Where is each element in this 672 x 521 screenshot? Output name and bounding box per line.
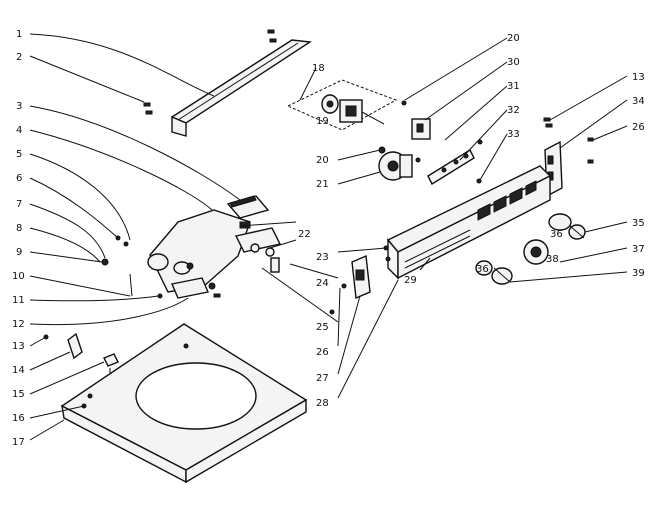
- label-37: 37: [632, 244, 645, 255]
- label-31: 31: [507, 81, 520, 92]
- label-7: 7: [16, 199, 22, 210]
- label-13-right: 13: [632, 72, 645, 83]
- label-26-right: 26: [632, 122, 645, 133]
- label-15: 15: [12, 389, 25, 400]
- label-13: 13: [12, 341, 25, 352]
- switch-part: [321, 94, 385, 125]
- label-30: 30: [507, 57, 520, 68]
- label-10: 10: [12, 271, 25, 282]
- label-21: 21: [316, 179, 329, 190]
- label-36-right: 36: [550, 229, 563, 240]
- label-33: 33: [507, 129, 520, 140]
- lid-switch-part: [329, 254, 371, 315]
- label-18: 18: [312, 63, 325, 74]
- label-26-left: 26: [316, 347, 329, 358]
- label-29: 29: [404, 275, 417, 286]
- label-32: 32: [507, 105, 520, 116]
- label-6: 6: [16, 173, 22, 184]
- label-16: 16: [12, 413, 25, 424]
- label-12: 12: [12, 319, 25, 330]
- label-2: 2: [16, 52, 22, 63]
- timer-part: [378, 146, 421, 181]
- label-14: 14: [12, 365, 25, 376]
- label-8: 8: [16, 223, 22, 234]
- switch-group-box: [286, 79, 398, 131]
- label-5: 5: [16, 149, 22, 160]
- knobs-part: [475, 213, 586, 285]
- label-20-top: 20: [507, 33, 520, 44]
- label-17: 17: [12, 437, 25, 448]
- label-24: 24: [316, 278, 329, 289]
- label-20-lower: 20: [316, 155, 329, 166]
- label-22: 22: [298, 229, 311, 240]
- callouts: 1 2 3 4 5 6 7 8 9 10 11 12 13 14 15 16 1…: [12, 29, 645, 448]
- label-28: 28: [316, 398, 329, 409]
- label-9: 9: [16, 247, 22, 258]
- label-3: 3: [16, 101, 22, 112]
- label-39: 39: [632, 268, 645, 279]
- rail-part: [170, 39, 313, 137]
- label-38: 38: [546, 254, 559, 265]
- label-4: 4: [16, 125, 22, 136]
- hinge-bracket-part: [101, 209, 282, 299]
- screws-top: [143, 29, 277, 115]
- label-27: 27: [316, 373, 329, 384]
- label-23: 23: [316, 252, 329, 263]
- label-35: 35: [632, 218, 645, 229]
- label-25: 25: [316, 322, 329, 333]
- label-19: 19: [316, 116, 329, 127]
- leader-lines: [29, 33, 628, 441]
- lid-hinge-small-part: [43, 332, 119, 384]
- console-panel-part: [383, 165, 552, 280]
- top-panel-part: [60, 323, 308, 484]
- label-36-left: 36: [476, 264, 489, 275]
- cover-plate-part: [226, 195, 270, 219]
- label-34: 34: [632, 96, 645, 107]
- label-1: 1: [16, 29, 22, 40]
- label-11: 11: [12, 295, 25, 306]
- terminal-part: [401, 100, 483, 185]
